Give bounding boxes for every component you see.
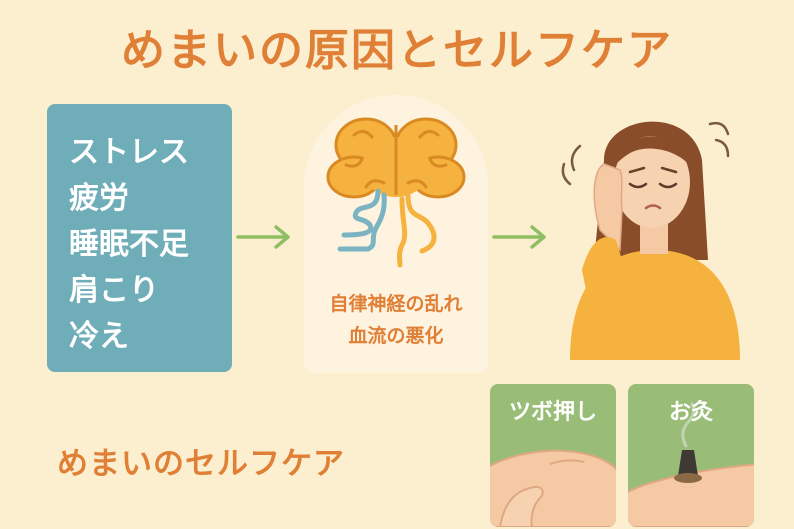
cause-item: 睡眠不足 xyxy=(69,227,189,262)
card-label: ツボ押し xyxy=(508,400,597,425)
cause-item: 冷え xyxy=(69,319,129,354)
card-label: お灸 xyxy=(668,400,713,425)
cause-item: 肩こり xyxy=(69,273,159,308)
mechanism-panel: 自律神経の乱れ 血流の悪化 xyxy=(304,95,488,373)
cause-item: ストレス xyxy=(69,135,189,170)
hand-pressure-icon xyxy=(490,449,616,527)
arrow-right-icon xyxy=(492,225,546,249)
moxibustion-icon xyxy=(628,402,754,527)
mechanism-line-2: 血流の悪化 xyxy=(348,325,444,347)
card-acupressure: ツボ押し xyxy=(490,384,616,527)
mechanism-line-1: 自律神経の乱れ xyxy=(329,293,463,315)
arrow-right-icon xyxy=(236,225,290,249)
cause-item: 疲労 xyxy=(69,181,129,216)
dizzy-woman-illustration xyxy=(561,121,740,360)
card-moxibustion: お灸 xyxy=(628,384,754,527)
page-title: めまいの原因とセルフケア xyxy=(121,25,673,76)
selfcare-heading: めまいのセルフケア xyxy=(57,446,345,482)
causes-box: ストレス 疲労 睡眠不足 肩こり 冷え xyxy=(47,104,232,372)
brain-icon xyxy=(326,117,466,268)
